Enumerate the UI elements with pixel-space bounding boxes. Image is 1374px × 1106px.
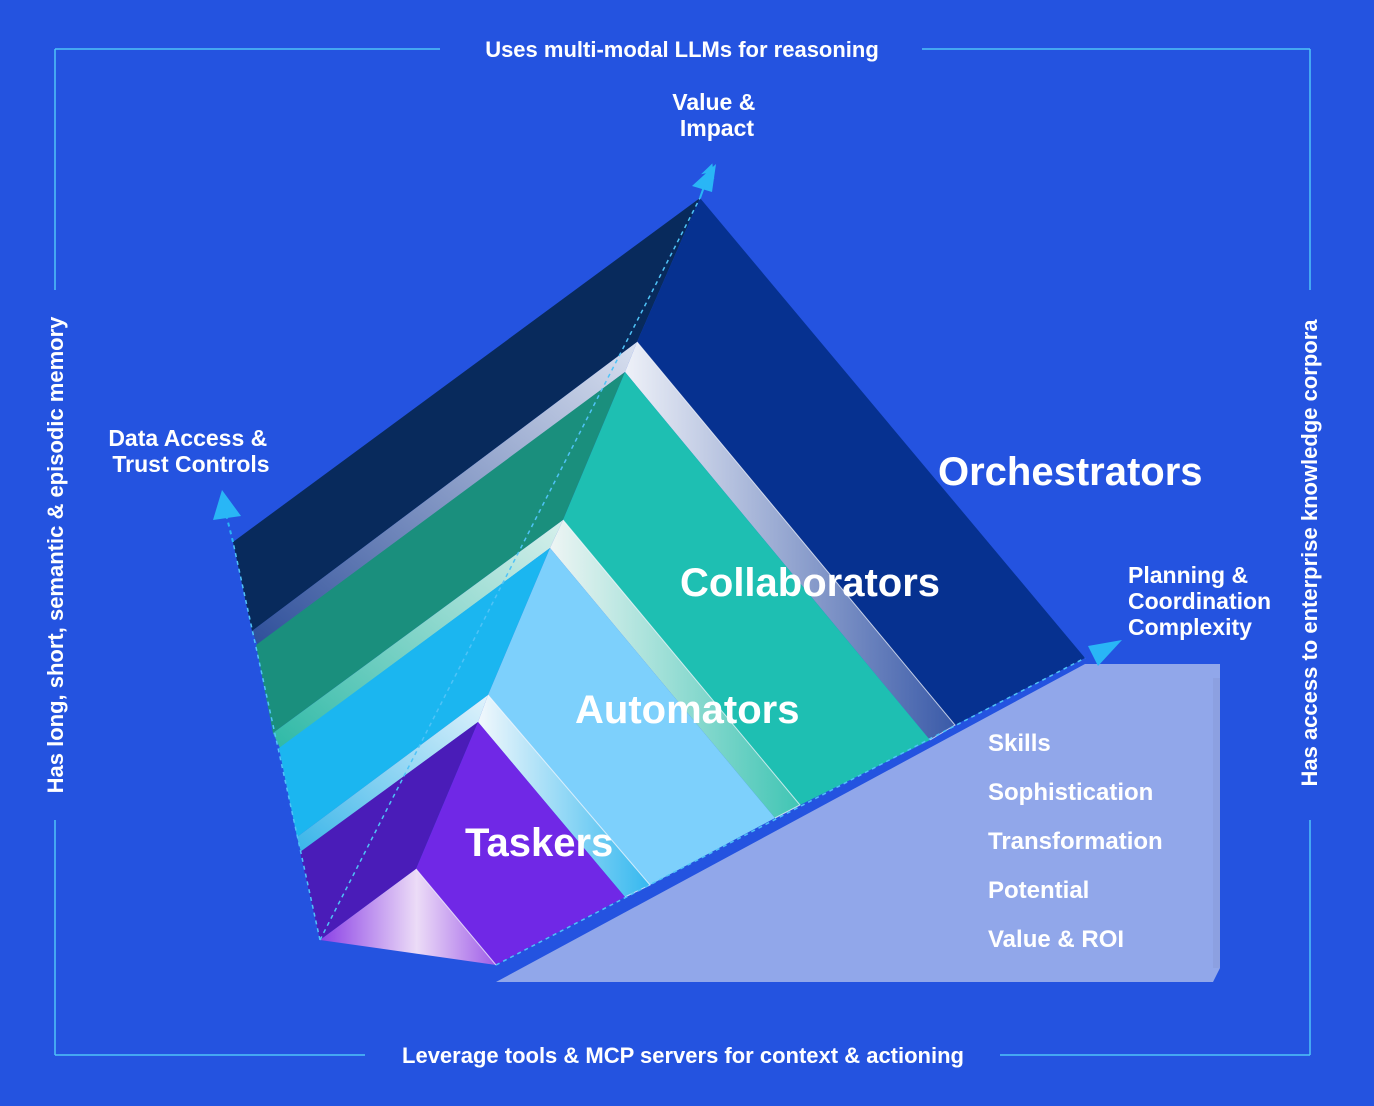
frame-bottom-label: Leverage tools & MCP servers for context… (402, 1043, 964, 1068)
metrics-list: Skills Sophistication Transformation Pot… (988, 730, 1163, 953)
automators-front-face (488, 548, 775, 885)
metric-item: Value & ROI (988, 926, 1124, 953)
axis-lines (232, 197, 1086, 966)
collaborators-edge (550, 520, 800, 818)
orchestrators-front-face (637, 198, 1085, 725)
automators-edge (478, 695, 650, 897)
data-access-arrowhead (213, 490, 241, 520)
metric-item: Sophistication (988, 779, 1153, 806)
value-impact-arrowhead (692, 164, 716, 192)
metrics-panel (496, 664, 1220, 982)
axis-label-value-impact: Value & Impact (672, 89, 762, 141)
tier-label-taskers: Taskers (465, 821, 613, 865)
frame-right-label: Has access to enterprise knowledge corpo… (1297, 319, 1322, 787)
metrics-panel-shadow (1213, 678, 1220, 968)
tier-collaborators (256, 372, 930, 818)
tier-automators (279, 548, 775, 897)
tier-label-collaborators: Collaborators (680, 561, 940, 605)
automators-left-edge (297, 695, 488, 852)
metric-item: Transformation (988, 828, 1163, 855)
orchestrators-edge (625, 342, 955, 740)
orchestrators-left-edge (252, 342, 637, 646)
metric-item: Potential (988, 877, 1089, 904)
axis-label-data-access: Data Access & Trust Controls (108, 425, 273, 477)
tier-orchestrators (233, 198, 1085, 740)
data-access-arrow (224, 509, 234, 543)
axis-label-planning: Planning & Coordination Complexity (1128, 562, 1277, 640)
tier-label-orchestrators: Orchestrators (938, 450, 1203, 494)
orchestrators-top-face (233, 198, 700, 631)
taskers-base (320, 869, 496, 965)
frame-top-label: Uses multi-modal LLMs for reasoning (485, 37, 879, 62)
automators-top-face (279, 548, 550, 837)
frame-left-label: Has long, short, semantic & episodic mem… (43, 316, 68, 794)
outer-frame (54, 48, 1311, 1056)
metric-item: Skills (988, 730, 1051, 757)
taskers-top-face (300, 722, 478, 940)
tier-taskers (300, 722, 625, 965)
planning-arrowhead (1088, 640, 1122, 666)
taskers-front-face (416, 722, 625, 965)
collaborators-left-edge (273, 520, 563, 748)
collaborators-front-face (563, 372, 930, 805)
collaborators-top-face (256, 372, 625, 733)
tier-label-automators: Automators (575, 688, 799, 732)
